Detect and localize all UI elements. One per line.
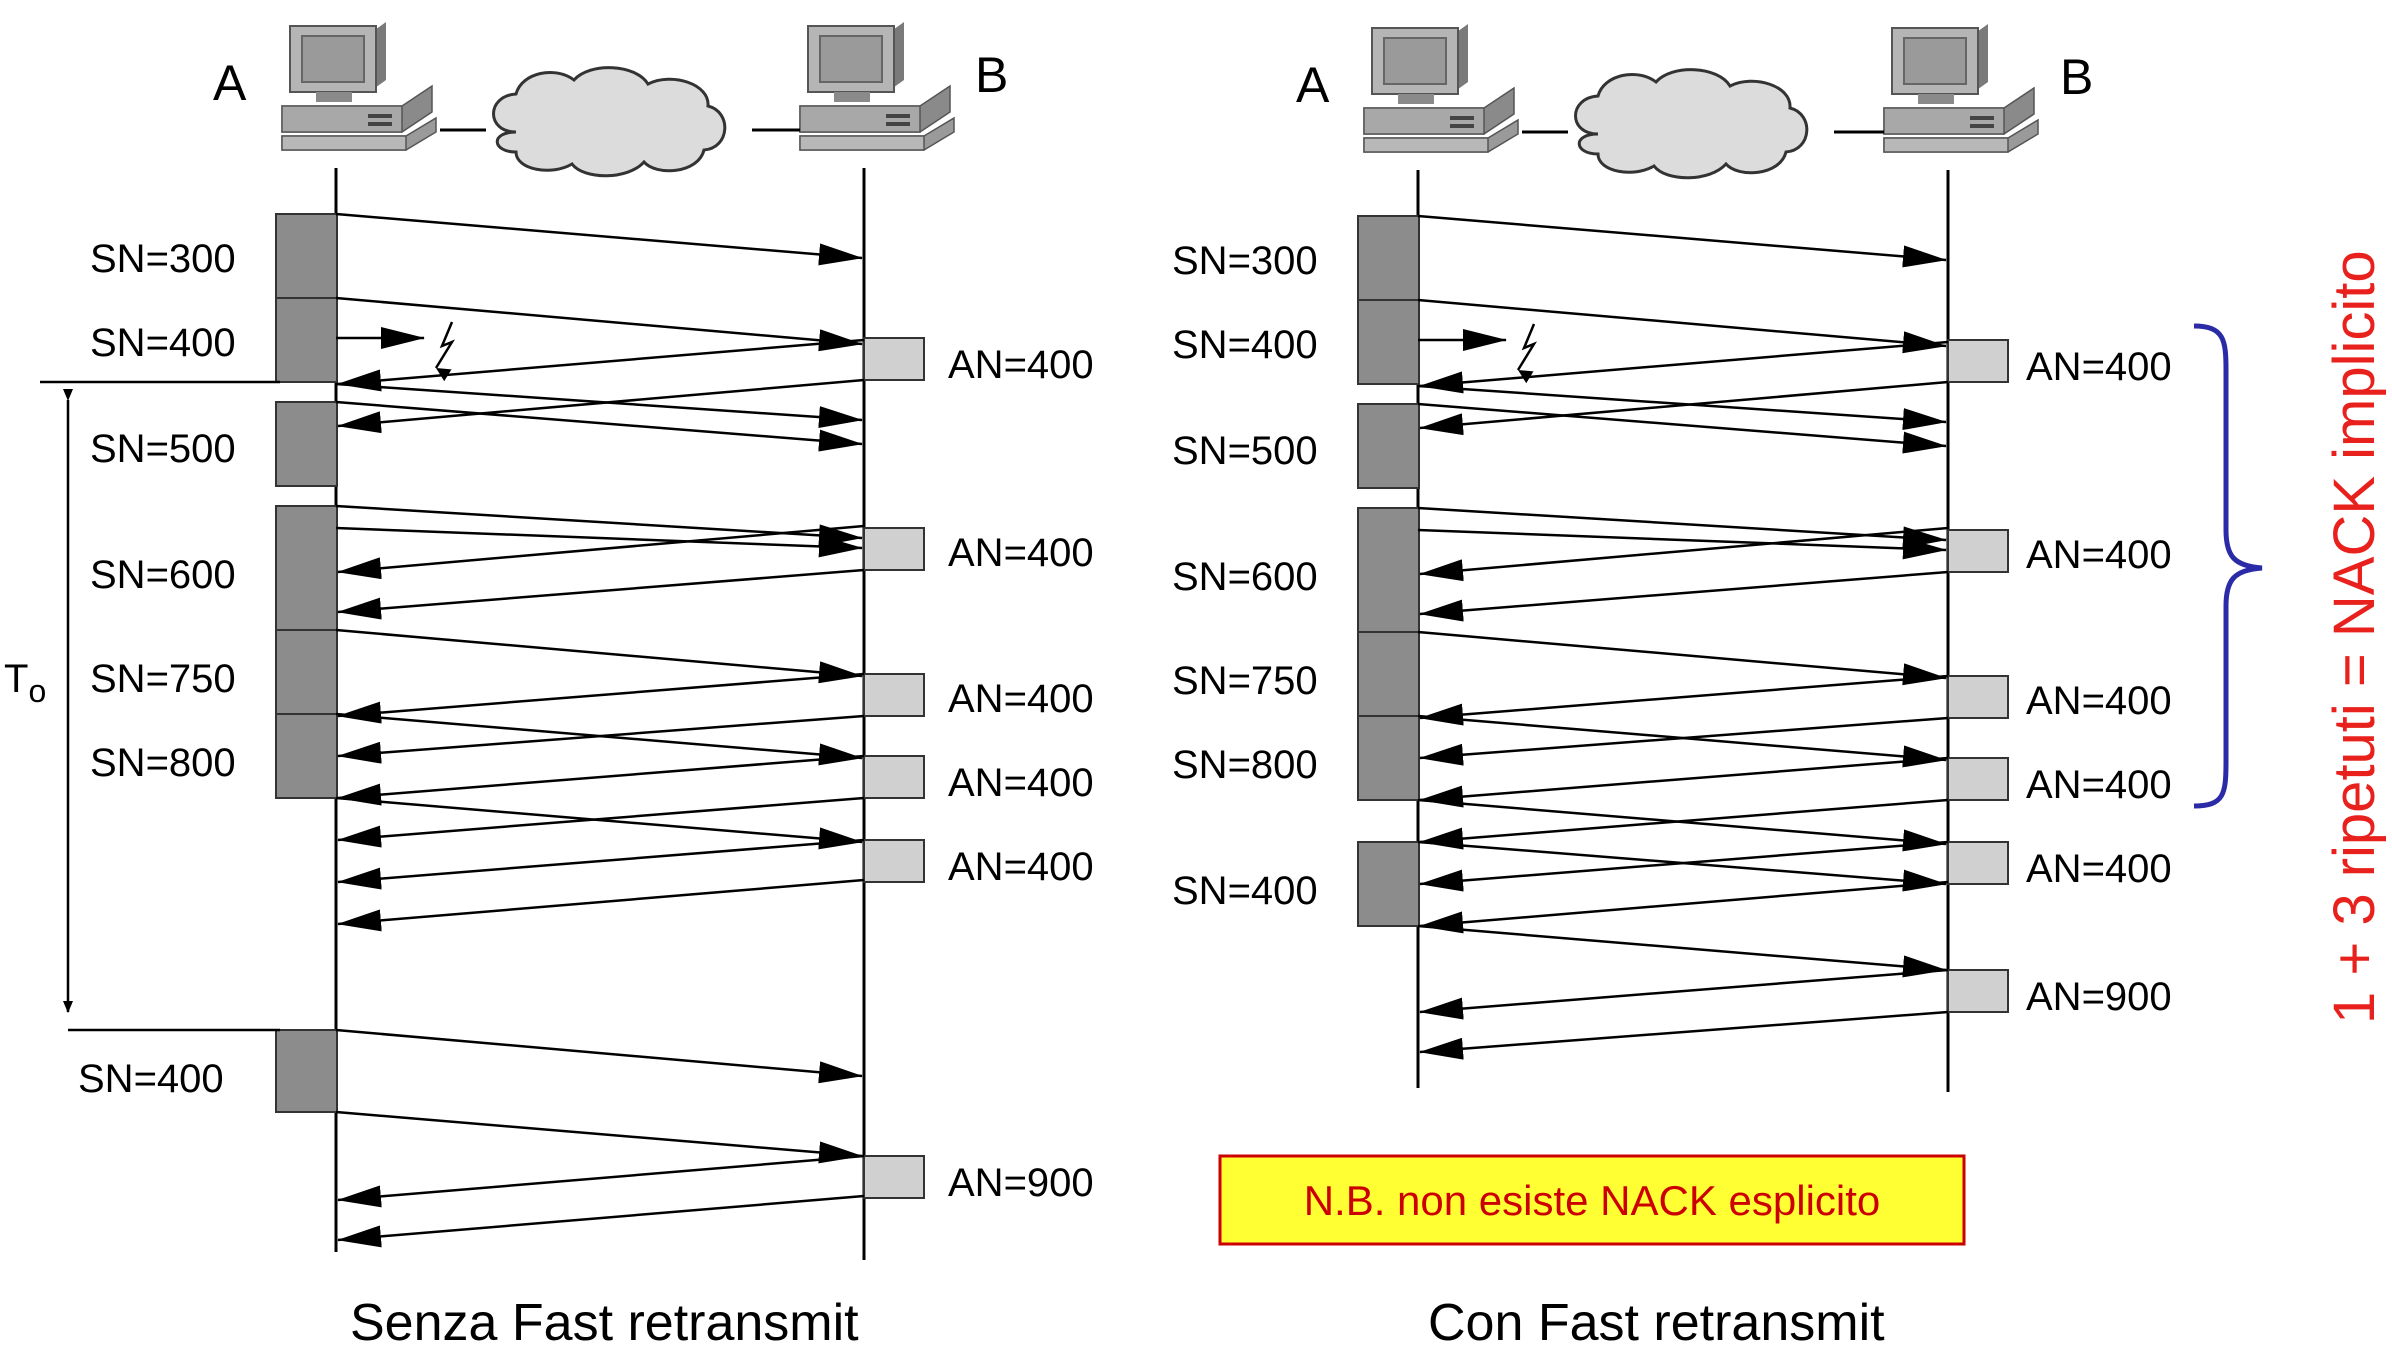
ack-box (1947, 529, 2009, 573)
ack-box (1947, 841, 2009, 885)
cloud-icon (1574, 68, 1809, 180)
cloud-icon (492, 66, 727, 178)
ack-number-label: AN=900 (2026, 975, 2172, 1019)
ack-box (863, 527, 925, 571)
host-b-label: B (2060, 49, 2093, 105)
brace (2193, 323, 2263, 809)
sequence-number-label: SN=400 (1172, 869, 1318, 913)
sender-segment-box (275, 401, 338, 487)
sender-segment-box (275, 713, 338, 799)
sender-segment-box (275, 297, 338, 383)
sequence-number-label: SN=300 (90, 237, 236, 281)
sequence-number-label: SN=800 (1172, 743, 1318, 787)
ack-number-label: AN=400 (948, 677, 1094, 721)
sender-segment-box (1357, 403, 1420, 489)
note-text: N.B. non esiste NACK esplicito (1304, 1177, 1881, 1224)
ack-number-label: AN=400 (948, 531, 1094, 575)
host-b-label: B (975, 47, 1008, 103)
lightning-icon (434, 321, 456, 382)
sender-segment-box (275, 213, 338, 299)
sequence-number-label: SN=300 (1172, 239, 1318, 283)
right-panel: A B SN=300 SN=400 SN=500 SN=600 SN=750 S… (1172, 23, 2263, 1352)
ack-number-label: AN=400 (948, 343, 1094, 387)
sender-segment-box (1357, 631, 1420, 717)
sender-segment-box (1357, 715, 1420, 801)
sequence-number-label: SN=600 (1172, 555, 1318, 599)
ack-box (863, 839, 925, 883)
host-a-label: A (1296, 57, 1330, 113)
computer-icon (799, 21, 955, 151)
computer-icon (281, 21, 437, 151)
host-a-label: A (213, 55, 247, 111)
ack-number-label: AN=400 (2026, 533, 2172, 577)
sender-segment-box (1357, 841, 1420, 927)
ack-number-label: AN=400 (2026, 345, 2172, 389)
implicit-nack-label: 1 + 3 ripetuti = NACK implicito (2322, 250, 2387, 1024)
sequence-number-label: SN=400 (1172, 323, 1318, 367)
sequence-number-label: SN=750 (1172, 659, 1318, 703)
sequence-number-label: SN=500 (1172, 429, 1318, 473)
sequence-number-label: SN=750 (90, 657, 236, 701)
sender-segment-box (275, 505, 338, 631)
ack-number-label: AN=400 (2026, 763, 2172, 807)
sequence-number-label: SN=400 (90, 321, 236, 365)
note-box (1218, 1154, 1966, 1246)
computer-icon (1883, 23, 2039, 153)
sender-segment-box (1357, 507, 1420, 633)
sequence-number-label: SN=500 (90, 427, 236, 471)
sender-segment-box (275, 1029, 338, 1113)
sequence-number-label: SN=400 (78, 1057, 224, 1101)
ack-box (863, 755, 925, 799)
ack-box (1947, 339, 2009, 383)
lightning-icon (1516, 323, 1538, 384)
ack-number-label: AN=400 (948, 761, 1094, 805)
right-caption: Con Fast retransmit (1428, 1294, 1885, 1352)
left-panel: A B SN=300 SN=400 SN=500 SN=600 SN=750 S… (4, 21, 1094, 1352)
ack-box (1947, 969, 2009, 1013)
ack-box (863, 337, 925, 381)
ack-box (1947, 675, 2009, 719)
timeout-label: To (4, 657, 46, 709)
computer-icon (1363, 23, 1519, 153)
ack-box (863, 1155, 925, 1199)
ack-box (863, 673, 925, 717)
ack-number-label: AN=400 (2026, 679, 2172, 723)
left-caption: Senza Fast retransmit (350, 1294, 859, 1352)
sender-segment-box (275, 629, 338, 715)
sequence-number-label: SN=800 (90, 741, 236, 785)
ack-number-label: AN=400 (2026, 847, 2172, 891)
sender-segment-box (1357, 299, 1420, 385)
ack-number-label: AN=400 (948, 845, 1094, 889)
sender-segment-box (1357, 215, 1420, 301)
ack-box (1947, 757, 2009, 801)
ack-number-label: AN=900 (948, 1161, 1094, 1205)
sequence-number-label: SN=600 (90, 553, 236, 597)
